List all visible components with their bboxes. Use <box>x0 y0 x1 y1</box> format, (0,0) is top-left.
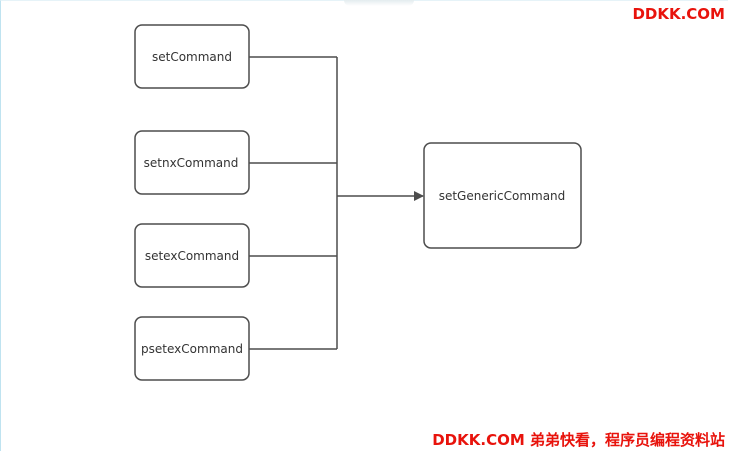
node-psetexcommand: psetexCommand <box>134 316 250 381</box>
node-label-setnxcommand: setnxCommand <box>144 156 239 170</box>
node-label-setcommand: setCommand <box>152 50 232 64</box>
node-setnxcommand: setnxCommand <box>134 130 250 195</box>
node-setgenericcommand: setGenericCommand <box>423 142 582 249</box>
node-setcommand: setCommand <box>134 24 250 89</box>
connectors <box>249 56 424 350</box>
node-label-setexcommand: setexCommand <box>145 249 239 263</box>
watermark-bottom: DDKK.COM 弟弟快看，程序员编程资料站 <box>432 431 725 449</box>
toolbar-shadow <box>344 0 414 6</box>
node-label-setgenericcommand: setGenericCommand <box>439 189 566 203</box>
node-label-psetexcommand: psetexCommand <box>141 342 243 356</box>
node-setexcommand: setexCommand <box>134 223 250 288</box>
watermark-top: DDKK.COM <box>632 5 725 23</box>
